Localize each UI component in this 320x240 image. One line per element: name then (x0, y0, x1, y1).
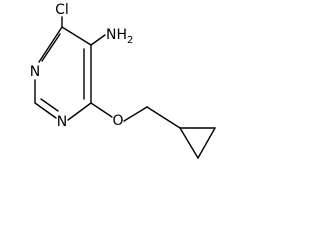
bond-n1-c6 (67, 102, 92, 121)
nitrogen-top-label: N (30, 64, 40, 80)
bond-c2-n1 (34, 102, 57, 119)
bond-c4-c5 (61, 26, 92, 46)
bond-o-ch2 (123, 106, 148, 122)
pyrimidine-ring (34, 26, 92, 121)
bond-c6-o (90, 102, 113, 118)
bond-c5-n (90, 34, 106, 46)
bond-cp-2 (179, 127, 199, 159)
bond-ch2-cyclopropyl (146, 106, 181, 129)
chemical-structure-diagram: Cl NH2 N N O (0, 0, 226, 170)
oxygen-label: O (112, 113, 123, 129)
nitrogen-bottom-label: N (57, 114, 67, 130)
chlorine-label: Cl (55, 2, 69, 18)
cyclopropane-ring (179, 127, 216, 159)
diagram-background (0, 0, 226, 170)
bond-c4-n3 (38, 26, 63, 63)
atom-labels: Cl NH2 N N O (30, 2, 134, 130)
amine-subscript-text: 2 (127, 35, 133, 46)
bond-cp-3 (197, 127, 216, 159)
amine-label: NH2 (106, 27, 133, 46)
bond-c4-n3-double (41, 33, 61, 62)
bond-c2-n1-double (40, 98, 59, 112)
amine-nh-text: NH (106, 27, 127, 43)
substituent-bonds (61, 16, 181, 129)
